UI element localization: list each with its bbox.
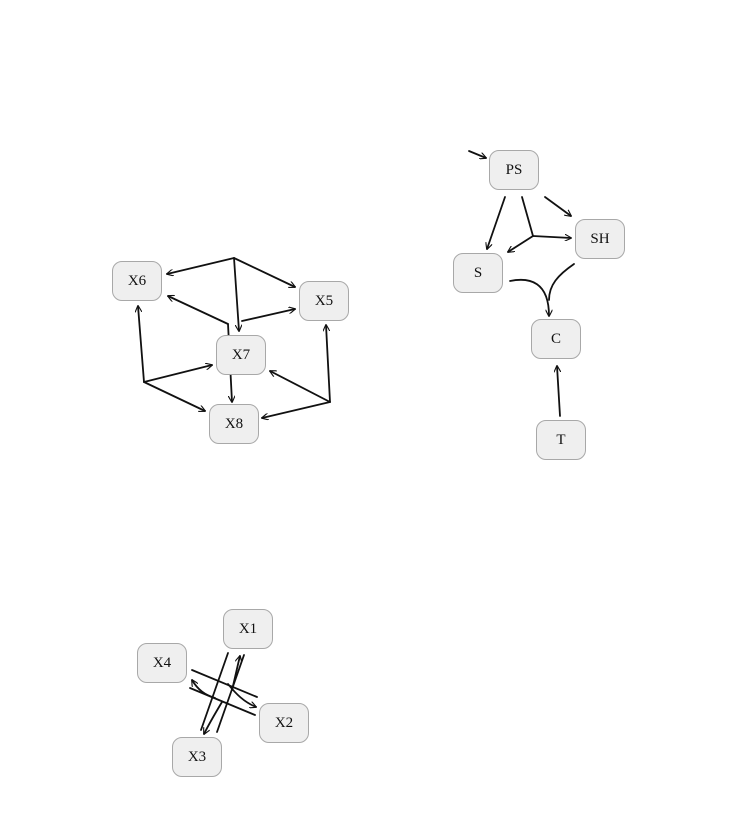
node-x8[interactable]: X8 (209, 404, 259, 444)
edge-x4-x2-a (191, 669, 258, 698)
edge-j3-x7 (143, 365, 212, 383)
node-x1[interactable]: X1 (223, 609, 273, 649)
edge-ps-s (487, 196, 506, 249)
edge-j4-x8 (262, 401, 331, 418)
node-s[interactable]: S (453, 253, 503, 293)
node-sh[interactable]: SH (575, 219, 625, 259)
cycle-edges (189, 652, 258, 734)
edge-j2-x6 (168, 296, 229, 325)
edge-j4-x5 (326, 324, 331, 403)
edge-j1-x6 (167, 257, 235, 274)
edge-j3-x6 (138, 306, 145, 383)
edge-ps-junction (521, 196, 534, 237)
node-c[interactable]: C (531, 319, 581, 359)
edge-cycle-to-x3 (203, 701, 223, 734)
edge-cycle-to-x1 (231, 656, 240, 691)
node-x3[interactable]: X3 (172, 737, 222, 777)
node-x5[interactable]: X5 (299, 281, 349, 321)
edge-j1-x7 (233, 257, 239, 331)
edge-t-c (557, 366, 561, 417)
edge-j4-x7 (270, 370, 331, 403)
edge-x1-x3-b (216, 654, 245, 733)
edge-s-c (509, 278, 549, 317)
edge-cycle-to-x2 (227, 683, 256, 707)
edge-cycle-to-x4 (192, 680, 216, 699)
edge-junction-s (508, 235, 534, 252)
edge-in-ps (468, 150, 486, 158)
node-x2[interactable]: X2 (259, 703, 309, 743)
node-t[interactable]: T (536, 420, 586, 460)
edge-sh-c (548, 263, 575, 301)
node-x7[interactable]: X7 (216, 335, 266, 375)
edge-x1-x3-a (200, 652, 229, 731)
edge-j1-x5 (233, 257, 295, 287)
edge-junction-sh (532, 236, 572, 238)
node-x6[interactable]: X6 (112, 261, 162, 301)
node-x4[interactable]: X4 (137, 643, 187, 683)
edge-j2-x5 (241, 309, 295, 322)
node-ps[interactable]: PS (489, 150, 539, 190)
ps-edges (468, 150, 575, 417)
edge-j3-x8 (143, 381, 205, 411)
edge-ps-sh (544, 196, 571, 216)
